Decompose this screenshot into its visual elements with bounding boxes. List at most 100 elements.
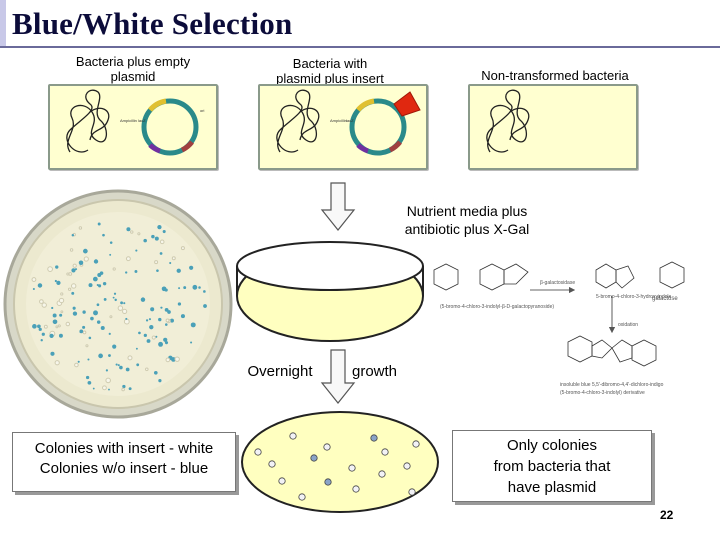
blue-colony [94, 259, 98, 263]
white-colony-dot [349, 465, 355, 471]
blue-colony [102, 234, 105, 237]
white-colony-dot [269, 461, 275, 467]
white-colony [68, 288, 70, 290]
blue-colony [112, 345, 116, 349]
blue-colony [163, 338, 167, 342]
blue-colony [177, 269, 181, 273]
white-colony [67, 273, 69, 275]
nutrient-media-label: Nutrient media plus antibiotic plus X-Ga… [372, 202, 562, 238]
blue-colony [39, 328, 42, 331]
blue-colony [165, 323, 168, 326]
blue-colony [125, 271, 127, 273]
blue-colony [78, 361, 80, 363]
white-colony [166, 319, 169, 322]
blue-colony [151, 235, 154, 238]
white-colony [73, 264, 76, 267]
blue-colony [150, 307, 154, 311]
blue-colony [97, 303, 100, 306]
white-colony-dot [290, 433, 296, 439]
blue-colony [32, 324, 37, 329]
svg-text:insoluble blue 5,5'-dibromo-4,: insoluble blue 5,5'-dibromo-4,4'-dichlor… [560, 382, 664, 388]
blue-colony [198, 286, 201, 289]
white-colony [155, 261, 158, 264]
svg-text:galactose: galactose [652, 296, 678, 302]
blue-colony [59, 334, 63, 338]
white-colony [56, 326, 58, 328]
white-colony [146, 368, 149, 371]
blue-colony [75, 268, 77, 270]
blue-colony [191, 322, 196, 327]
blue-colony [37, 324, 41, 328]
blue-colony [42, 333, 45, 336]
only-colonies-line1: Only colonies [453, 435, 651, 456]
colony-plate [242, 412, 438, 512]
white-colony [126, 257, 130, 261]
blue-colony [93, 310, 98, 315]
blue-colony [53, 314, 57, 318]
blue-colony [160, 307, 162, 309]
xgal-reaction-text: β-galactosidase (5-bromo-4-chloro-3-indo… [440, 280, 672, 396]
blue-colony [122, 385, 125, 388]
white-colony-dot [353, 486, 359, 492]
blue-colony [109, 254, 111, 256]
white-colony [152, 336, 155, 339]
blue-colony [181, 314, 185, 318]
blue-colony [126, 227, 130, 231]
blue-colony [109, 333, 111, 335]
white-colony [66, 322, 70, 326]
blue-colony [51, 307, 53, 309]
blue-colony [149, 318, 151, 320]
white-colony-dot [404, 463, 410, 469]
white-colony [58, 325, 60, 327]
white-colony-dot [382, 449, 388, 455]
only-colonies-line3: have plasmid [453, 477, 651, 498]
chromosome-2 [277, 90, 317, 152]
blue-colony [113, 297, 115, 299]
white-colony [110, 316, 112, 318]
blue-colony [158, 342, 163, 347]
blue-colony [82, 326, 85, 329]
colonies-callout-line2: Colonies w/o insert - blue [13, 459, 235, 479]
blue-colony [72, 234, 74, 236]
blue-colony [56, 281, 60, 285]
blue-colony [86, 376, 89, 379]
blue-colony [33, 288, 35, 290]
blue-colony [108, 354, 111, 357]
blue-colony [114, 299, 116, 301]
blue-colony [138, 332, 141, 335]
white-colony-dot [409, 489, 415, 495]
white-colony [61, 293, 63, 295]
blue-colony [178, 302, 181, 305]
svg-text:(5-bromo-4-chloro-3-indolyl) d: (5-bromo-4-chloro-3-indolyl) derivative [560, 390, 645, 396]
white-colony-dot [324, 444, 330, 450]
white-colony [84, 257, 88, 261]
blue-colony [88, 381, 92, 385]
white-colony [172, 257, 175, 260]
white-colony [123, 309, 127, 313]
blue-colony [49, 334, 53, 338]
blue-colony [123, 302, 125, 304]
white-colony [48, 267, 53, 272]
agar-plate-photo [5, 191, 231, 417]
blue-colony [89, 283, 93, 287]
blue-colony [160, 252, 163, 255]
blue-colony [135, 250, 137, 252]
blue-colony [114, 293, 116, 295]
blue-colony [167, 310, 171, 314]
white-colony [106, 378, 111, 383]
blue-colony [83, 249, 88, 254]
blue-colony [53, 319, 58, 324]
blue-colony [162, 286, 167, 291]
blue-colony [203, 290, 206, 293]
blue-colony [141, 297, 145, 301]
white-colony [71, 284, 75, 288]
blue-colony [73, 312, 77, 316]
blue-colony [101, 326, 105, 330]
white-colony [128, 356, 132, 360]
white-colony-dot [279, 478, 285, 484]
white-colony [61, 311, 63, 313]
xgal-reaction-diagram [434, 262, 684, 366]
blue-colony [41, 339, 43, 341]
blue-colony [125, 318, 127, 320]
blue-colony [93, 277, 98, 282]
